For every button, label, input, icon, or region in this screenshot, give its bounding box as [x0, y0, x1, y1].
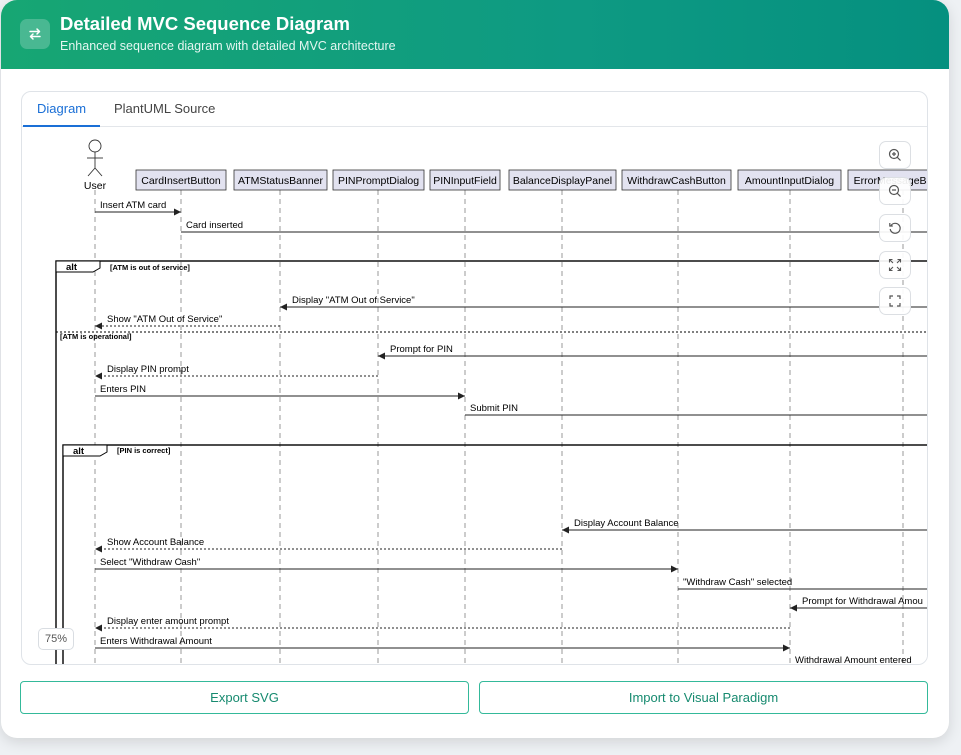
message-label: Display enter amount prompt: [107, 616, 229, 627]
fit-icon[interactable]: [879, 251, 911, 279]
arrowhead: [174, 208, 181, 216]
alt-keyword: alt: [66, 262, 78, 273]
actor-label: User: [84, 180, 107, 192]
participant-box: [233, 169, 328, 191]
alt-guard: [ATM is operational]: [60, 332, 132, 341]
arrowhead: [95, 545, 102, 553]
sequence-diagram: CardInsertButton ATMStatusBanner PINPrompt…: [55, 139, 927, 665]
message-label: Insert ATM card: [100, 200, 166, 211]
message-label: Select "Withdraw Cash": [100, 557, 200, 568]
participant-box: [135, 169, 227, 191]
alt-fragment-tab: [62, 444, 108, 457]
zoom-level-indicator: 75%: [38, 628, 74, 650]
alt-guard: [ATM is out of service]: [110, 263, 190, 272]
arrowhead: [458, 392, 465, 400]
alt-fragment-outer: [55, 260, 927, 664]
message-label: Prompt for PIN: [390, 344, 453, 355]
message-label: Withdrawal Amount entered: [795, 655, 912, 665]
diagram-canvas[interactable]: CardInsertButton ATMStatusBanner PINPrompt…: [48, 136, 927, 665]
arrowhead: [95, 322, 102, 330]
alt-guard: [PIN is correct]: [117, 446, 171, 455]
fullscreen-icon[interactable]: [879, 287, 911, 315]
arrowhead: [790, 604, 797, 612]
participant-box: [508, 169, 617, 191]
arrowhead: [280, 303, 287, 311]
arrowhead: [95, 624, 102, 632]
zoom-in-icon[interactable]: [879, 141, 911, 169]
message-label: Submit PIN: [470, 403, 518, 414]
arrowhead: [95, 372, 102, 380]
participant-label: WithdrawCashButton: [627, 175, 726, 187]
message-label: Enters Withdrawal Amount: [100, 636, 212, 647]
alt-fragment-inner: [62, 444, 927, 664]
participant-label: ATMStatusBanner: [238, 175, 324, 187]
participant-box: [429, 169, 501, 191]
swap-arrows-icon: [20, 19, 50, 49]
arrowhead: [378, 352, 385, 360]
participant-box: [621, 169, 732, 191]
participant-label: AmountInputDialog: [745, 175, 834, 187]
tab-plantuml-source[interactable]: PlantUML Source: [114, 101, 216, 116]
message-label: "Withdraw Cash" selected: [683, 577, 792, 588]
message-label: Display Account Balance: [574, 518, 679, 529]
tab-diagram[interactable]: Diagram: [23, 92, 101, 127]
diagram-panel: Diagram PlantUML Source CardInsertButton…: [21, 91, 928, 665]
message-label: Show "ATM Out of Service": [107, 314, 222, 325]
message-label: Display "ATM Out of Service": [292, 295, 415, 306]
arrowhead: [783, 644, 790, 652]
arrowhead: [671, 565, 678, 573]
page-title: Detailed MVC Sequence Diagram: [60, 13, 350, 34]
page-subtitle: Enhanced sequence diagram with detailed …: [60, 39, 396, 53]
message-label: Display PIN prompt: [107, 364, 189, 375]
message-label: Card inserted: [186, 220, 243, 231]
tab-bar: Diagram PlantUML Source: [22, 92, 927, 127]
actor-leg: [87, 167, 96, 177]
message-label: Enters PIN: [100, 384, 146, 395]
message-label: Prompt for Withdrawal Amou: [802, 596, 923, 607]
actor-leg: [94, 167, 103, 177]
alt-fragment-tab: [55, 260, 101, 273]
participant-label: PINInputField: [433, 175, 497, 187]
participant-label: BalanceDisplayPanel: [513, 175, 612, 187]
export-svg-button[interactable]: Export SVG: [20, 681, 469, 714]
alt-keyword: alt: [73, 446, 85, 457]
actor-head: [88, 139, 102, 153]
zoom-out-icon[interactable]: [879, 177, 911, 205]
reset-icon[interactable]: [879, 214, 911, 242]
app-header: Detailed MVC Sequence Diagram Enhanced s…: [1, 0, 949, 69]
participant-box: [332, 169, 425, 191]
participant-box: [737, 169, 842, 191]
app-card: Detailed MVC Sequence Diagram Enhanced s…: [1, 0, 949, 738]
message-label: Show Account Balance: [107, 537, 204, 548]
participant-label: PINPromptDialog: [338, 175, 419, 187]
participant-label: CardInsertButton: [141, 175, 221, 187]
arrowhead: [562, 526, 569, 534]
import-visual-paradigm-button[interactable]: Import to Visual Paradigm: [479, 681, 928, 714]
